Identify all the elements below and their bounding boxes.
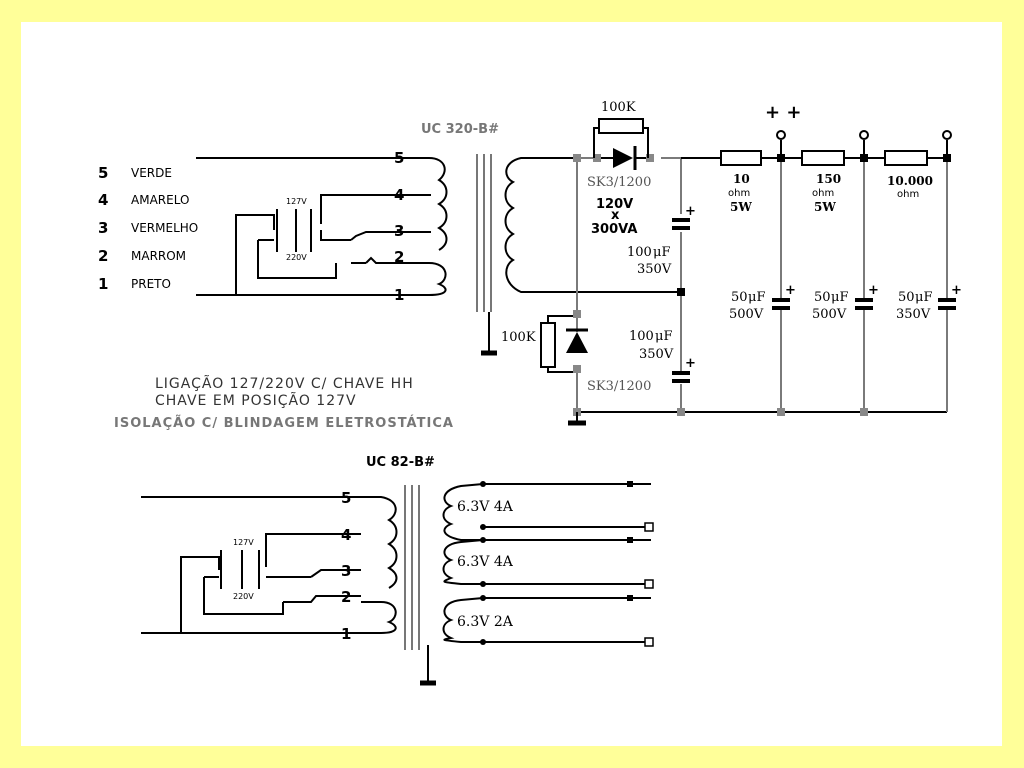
resistor-left-value: 100K	[501, 330, 536, 345]
filter-r-value: 10.000	[887, 174, 933, 188]
tap-number: 5	[341, 489, 351, 507]
filter-chain: + + +	[681, 130, 962, 416]
rating-x: x	[611, 208, 620, 223]
filter-r-value: 10	[733, 172, 750, 186]
wire-number: 3	[98, 219, 108, 237]
top-primary-coil	[411, 157, 448, 296]
filter-c-unit: μF	[831, 290, 848, 305]
cap-plus: +	[951, 283, 962, 298]
cap-plus: +	[685, 204, 696, 219]
top-secondary-coil	[504, 157, 681, 293]
filter-r-unit: ohm	[812, 188, 834, 199]
filter-c-value: 50	[898, 290, 915, 305]
rating-va: 300VA	[591, 222, 637, 237]
filter-labels: 10 ohm 5W 50 μF 500V 150 ohm 5W 50 μF 50…	[728, 172, 933, 322]
wire-color-label: AMARELO	[131, 193, 189, 207]
transformer-rating: 120V x 300VA	[591, 197, 637, 237]
diode-bottom: SK3/1200	[566, 310, 651, 394]
top-transformer-title: UC 320-B#	[421, 122, 499, 137]
tap-number: 2	[394, 248, 404, 266]
filter-c-value: 50	[731, 290, 748, 305]
cap-value: 100	[627, 245, 652, 260]
resistor-top-value: 100K	[601, 100, 636, 115]
tap-number: 4	[394, 186, 404, 204]
wire-number: 4	[98, 191, 108, 209]
filter-r-unit: ohm	[897, 189, 919, 200]
wire-color-label: PRETO	[131, 277, 171, 291]
filter-r-watt: 5W	[730, 200, 752, 214]
bottom-tap-numbers: 5 4 3 2 1	[341, 489, 351, 643]
top-shield-ground	[481, 312, 497, 356]
cap-plus: +	[685, 356, 696, 371]
cap-plus: +	[868, 283, 879, 298]
top-core	[476, 154, 492, 312]
wire-number: 2	[98, 247, 108, 265]
wire-number: 1	[98, 275, 108, 293]
resistor-left-100k: 100K	[501, 315, 577, 373]
resistor-top-100k: 100K	[593, 100, 649, 158]
capacitor-bottom-100uf: + 100 μF 350V	[629, 329, 696, 383]
bottom-transformer-title: UC 82-B#	[366, 455, 435, 470]
diode-top-label: SK3/1200	[587, 175, 651, 190]
diode-bottom-label: SK3/1200	[587, 379, 651, 394]
bottom-core	[404, 485, 420, 650]
wire-number: 5	[98, 164, 108, 182]
wiring-notes: LIGAÇÃO 127/220V C/ CHAVE HH CHAVE EM PO…	[114, 375, 454, 431]
secondary-rating: 6.3V 4A	[457, 554, 514, 570]
filter-c-unit: μF	[748, 290, 765, 305]
bottom-primary-leads	[141, 496, 361, 634]
bottom-secondaries: 6.3V 4A 6.3V 4A 6.3V 2A	[442, 481, 654, 647]
filter-c-volt: 350V	[896, 307, 931, 322]
output-plus-marks: + +	[765, 102, 801, 123]
wire-color-label: VERDE	[131, 166, 172, 180]
top-primary-leads	[196, 157, 411, 296]
top-tap-numbers: 5 4 3 2 1	[394, 149, 404, 304]
tap-number: 1	[341, 625, 351, 643]
tap-number: 3	[394, 222, 404, 240]
filter-r-unit: ohm	[728, 188, 750, 199]
top-wire-legend: 5 VERDE 4 AMARELO 3 VERMELHO 2 MARROM 1 …	[98, 164, 198, 293]
bottom-ground	[568, 412, 586, 426]
diode-top: SK3/1200	[587, 146, 651, 190]
switch-220v-label: 220V	[233, 592, 254, 601]
note-line-3: ISOLAÇÃO C/ BLINDAGEM ELETROSTÁTICA	[114, 415, 454, 431]
tap-number: 4	[341, 526, 351, 544]
note-line-2: CHAVE EM POSIÇÃO 127V	[155, 392, 357, 409]
tap-number: 2	[341, 588, 351, 606]
tap-number: 1	[394, 286, 404, 304]
cap-unit: μF	[653, 245, 670, 260]
tap-number: 3	[341, 562, 351, 580]
cap-value: 100	[629, 329, 654, 344]
bottom-primary-coil	[361, 496, 398, 634]
top-rails	[573, 154, 947, 416]
bottom-shield-ground	[420, 645, 436, 686]
rating-voltage: 120V	[596, 197, 633, 212]
secondary-rating: 6.3V 4A	[457, 499, 514, 515]
wire-color-label: MARROM	[131, 249, 186, 263]
capacitor-top-100uf: + 100 μF 350V	[627, 204, 696, 277]
switch-220v-label: 220V	[286, 253, 307, 262]
cap-plus: +	[785, 283, 796, 298]
note-line-1: LIGAÇÃO 127/220V C/ CHAVE HH	[155, 375, 414, 392]
filter-c-volt: 500V	[729, 307, 764, 322]
filter-r-watt: 5W	[814, 200, 836, 214]
bottom-switch-hh: 127V 220V	[220, 538, 260, 601]
wire-color-label: VERMELHO	[131, 221, 198, 235]
secondary-rating: 6.3V 2A	[457, 614, 514, 630]
cap-voltage: 350V	[637, 262, 672, 277]
filter-c-unit: μF	[915, 290, 932, 305]
schematic-svg: UC 320-B# 5 VERDE 4 AMARELO 3 VERMELHO 2…	[98, 100, 962, 686]
switch-127v-label: 127V	[233, 538, 254, 547]
filter-r-value: 150	[816, 172, 841, 186]
cap-unit: μF	[655, 329, 672, 344]
schematic-canvas: UC 320-B# 5 VERDE 4 AMARELO 3 VERMELHO 2…	[21, 22, 1002, 746]
filter-c-value: 50	[814, 290, 831, 305]
tap-number: 5	[394, 149, 404, 167]
filter-c-volt: 500V	[812, 307, 847, 322]
cap-voltage: 350V	[639, 347, 674, 362]
switch-127v-label: 127V	[286, 197, 307, 206]
top-switch-hh: 127V 220V	[276, 197, 312, 262]
